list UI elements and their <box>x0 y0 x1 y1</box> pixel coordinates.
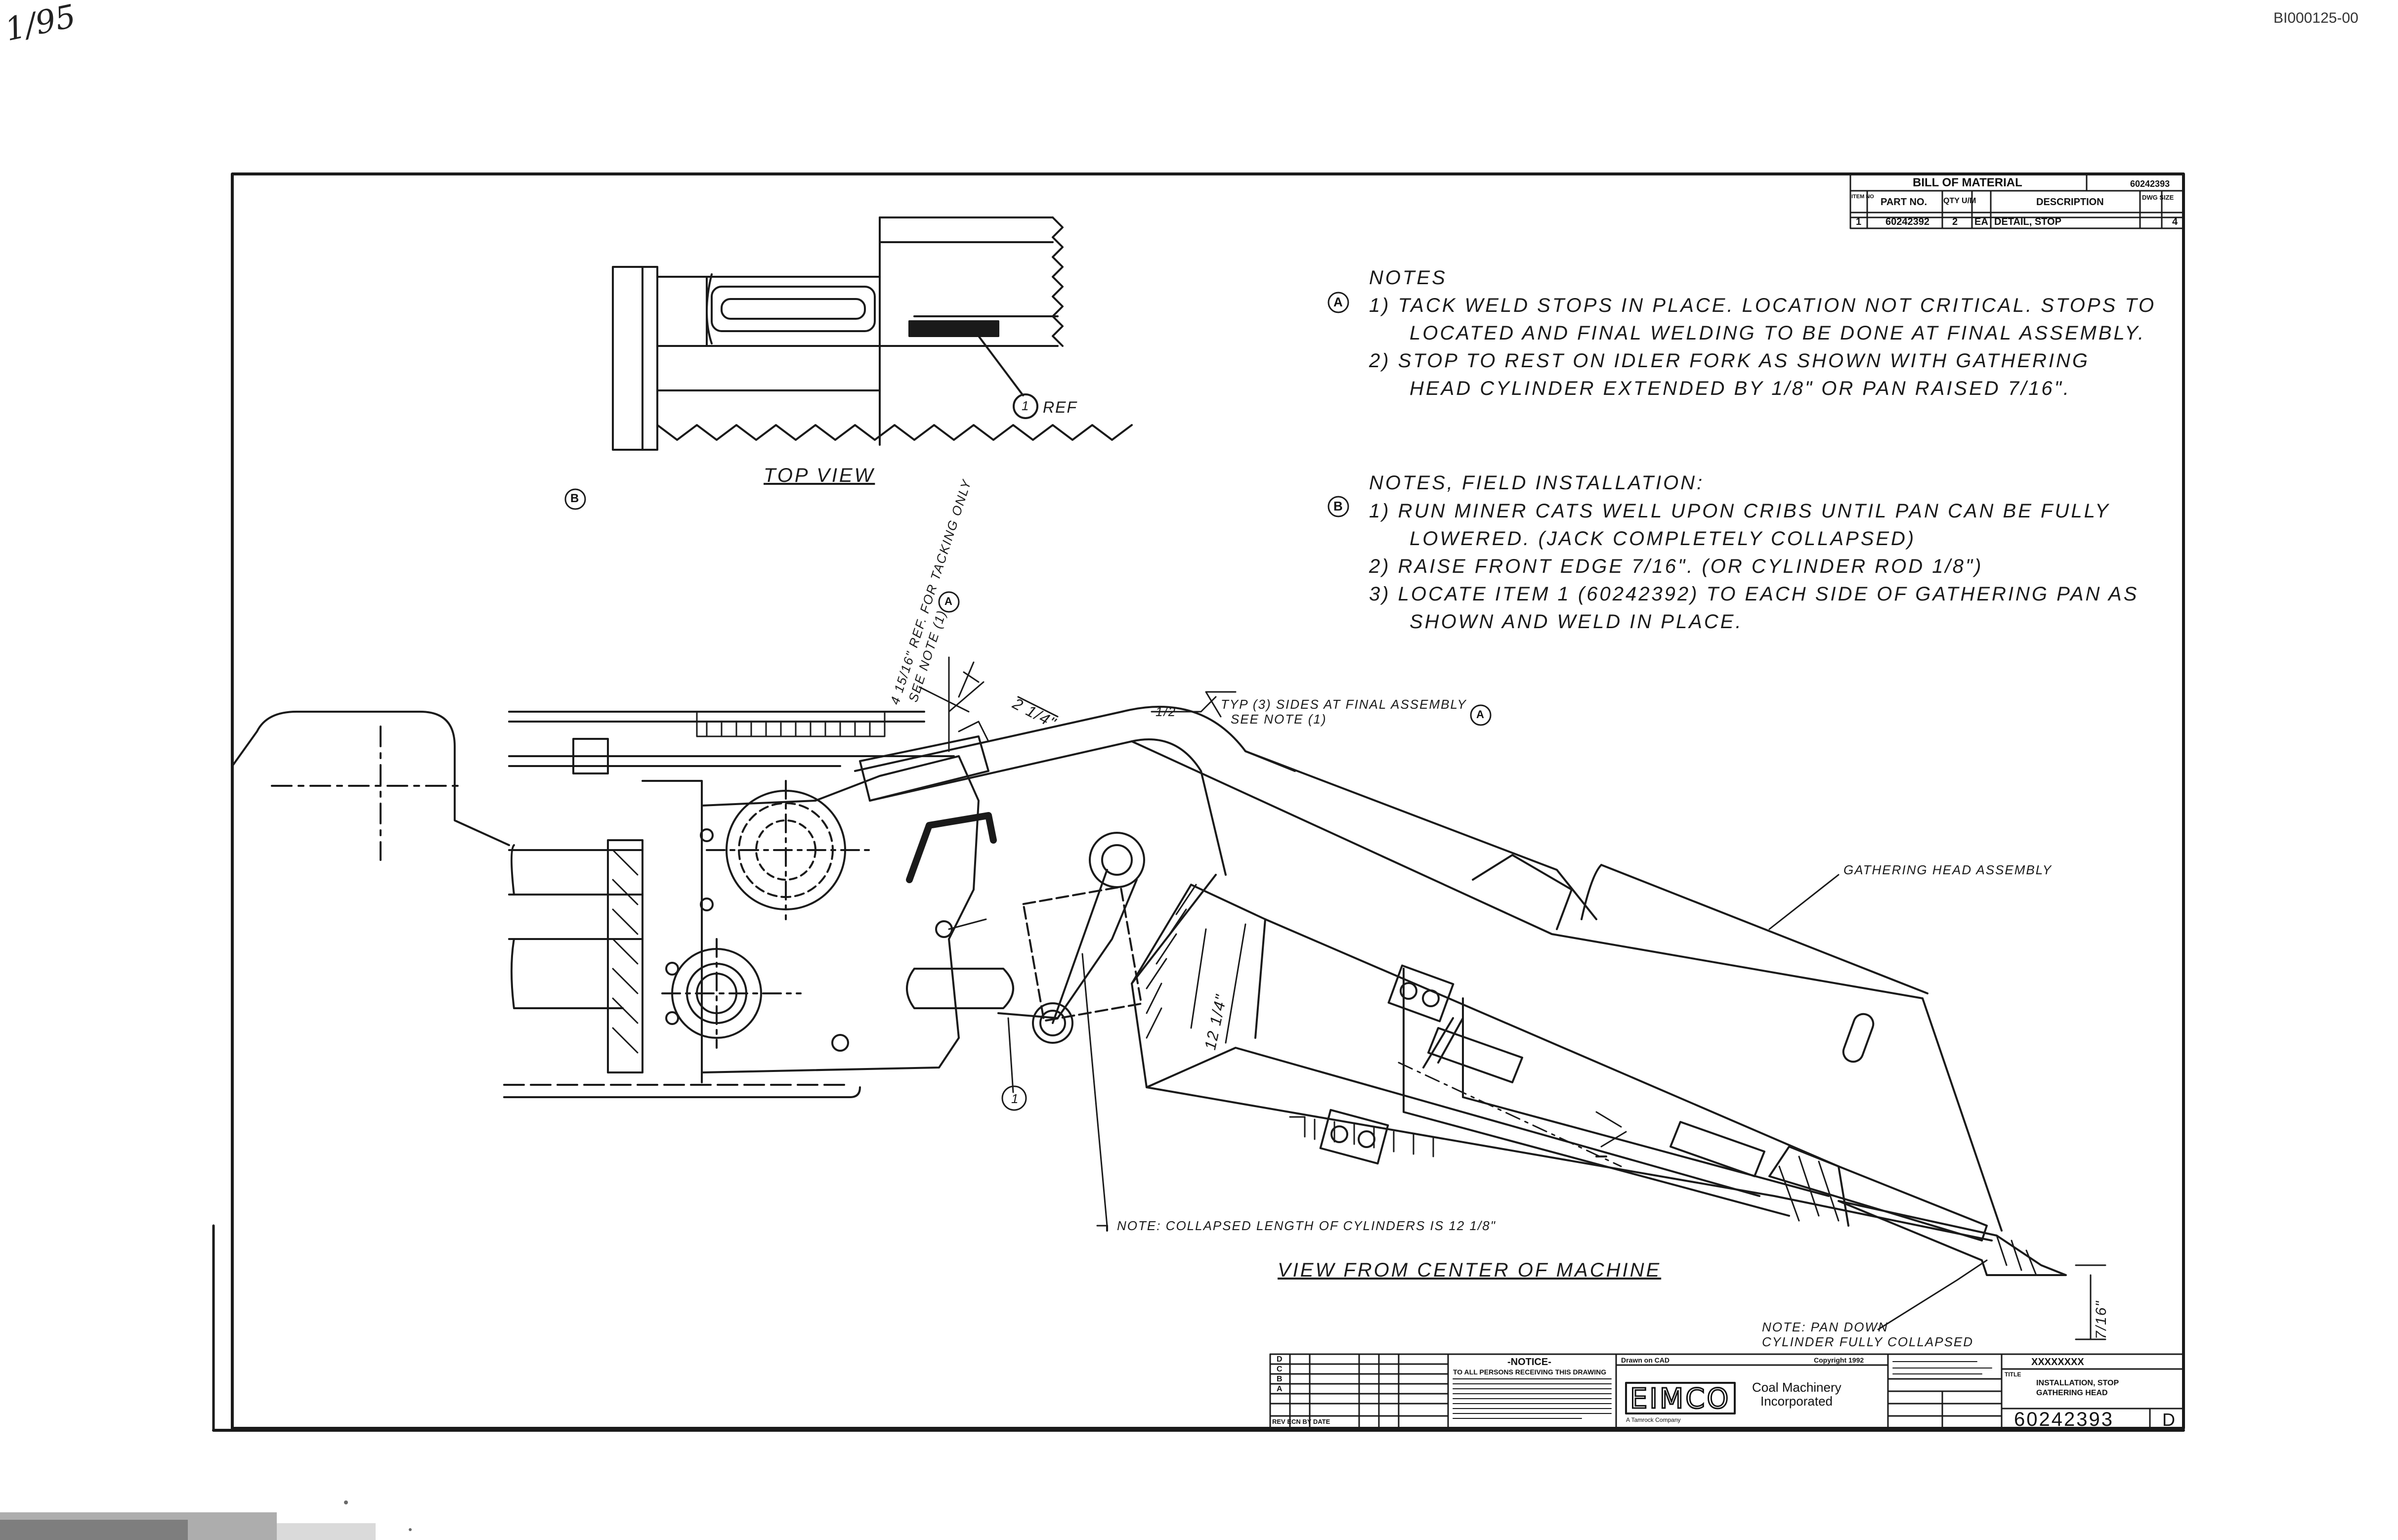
notice-text: TO ALL PERSONS RECEIVING THIS DRAWING <box>1453 1368 1607 1376</box>
view-title: VIEW FROM CENTER OF MACHINE <box>1278 1259 1662 1281</box>
bom-col-desc: DESCRIPTION <box>2036 197 2104 208</box>
top-view-detail <box>612 216 1133 451</box>
drawing-title-1: INSTALLATION, STOP <box>2036 1379 2119 1387</box>
drawing-border <box>231 172 2185 1430</box>
notes-marker: A <box>1333 295 1343 309</box>
circle-markers <box>564 292 1492 1111</box>
marker-a-dim: A <box>944 595 952 607</box>
machine-frame <box>231 711 1014 1098</box>
field-notes-line-3: 2) RAISE FRONT EDGE 7/16". (OR CYLINDER … <box>1369 556 1983 577</box>
notes-line-4: HEAD CYLINDER EXTENDED BY 1/8" OR PAN RA… <box>1410 378 2071 399</box>
rev-row-d: D <box>1277 1355 1283 1364</box>
rev-header: REV ECN BY DATE <box>1272 1418 1330 1425</box>
title-block-lines <box>1269 1353 2184 1429</box>
rev-row-c: C <box>1277 1365 1283 1373</box>
bom-col-item: ITEM NO <box>1851 194 1874 200</box>
weld-symbol-value: 1/2 <box>1156 704 1177 719</box>
notes-line-1: 1) TACK WELD STOPS IN PLACE. LOCATION NO… <box>1369 295 2156 316</box>
notes-line-3: 2) STOP TO REST ON IDLER FORK AS SHOWN W… <box>1369 350 2090 372</box>
drawing-title-2: GATHERING HEAD <box>2036 1389 2108 1397</box>
field-notes-title: NOTES, FIELD INSTALLATION: <box>1369 472 1705 494</box>
title-label: TITLE <box>2005 1371 2021 1378</box>
notes-title: NOTES <box>1369 267 1447 289</box>
notice-text-lines <box>1453 1361 1992 1419</box>
bom-row-um: EA <box>1974 216 1988 227</box>
rev-row-a: A <box>1277 1385 1283 1393</box>
ref-item-balloon: 1 <box>1022 398 1030 413</box>
scan-noise <box>0 1500 412 1540</box>
field-notes-line-2: LOWERED. (JACK COMPLETELY COLLAPSED) <box>1410 528 1916 550</box>
bom-table-lines <box>1849 173 2184 229</box>
drawing-number: 60242393 <box>2014 1409 2114 1430</box>
bom-row-desc: DETAIL, STOP <box>1994 216 2061 227</box>
marker-a-weld: A <box>1476 708 1484 721</box>
ref-label: REF <box>1043 398 1077 416</box>
rev-row-b: B <box>1277 1375 1283 1383</box>
pan-down-note-1: NOTE: PAN DOWN <box>1762 1320 1888 1334</box>
copyright: Copyright 1992 <box>1814 1356 1864 1364</box>
collapsed-length-note: NOTE: COLLAPSED LENGTH OF CYLINDERS IS 1… <box>1117 1218 1496 1233</box>
bom-col-dwg: DWG SIZE <box>2142 194 2174 201</box>
bom-row-item: 1 <box>1856 216 1862 227</box>
bom-row-part: 60242392 <box>1885 216 1929 227</box>
dim-7-16: 7/16" <box>2093 1300 2109 1339</box>
bom-sheet-ref: 60242393 <box>2130 179 2170 189</box>
notice-title: -NOTICE- <box>1507 1357 1551 1368</box>
pan-down-note-2: CYLINDER FULLY COLLAPSED <box>1762 1334 1974 1349</box>
top-view-label: TOP VIEW <box>764 465 875 486</box>
bom-col-part: PART NO. <box>1881 197 1927 208</box>
bom-title: BILL OF MATERIAL <box>1913 176 2022 189</box>
weld-note-line-2: SEE NOTE (1) <box>1231 712 1327 727</box>
next-assy: XXXXXXXX <box>2031 1357 2084 1368</box>
field-notes-marker: B <box>1333 499 1343 513</box>
bom-row-dwg: 4 <box>2172 216 2178 227</box>
company-tagline: A Tamrock Company <box>1626 1416 1681 1423</box>
bom-row-qty: 2 <box>1952 216 1958 227</box>
weld-note-line-1: TYP (3) SIDES AT FINAL ASSEMBLY <box>1221 697 1467 712</box>
dimension-lines <box>918 661 2106 1340</box>
bom-col-qty: QTY U/M <box>1943 197 1976 205</box>
gathering-head-label: GATHERING HEAD ASSEMBLY <box>1843 862 2053 877</box>
field-notes-line-4: 3) LOCATE ITEM 1 (60242392) TO EACH SIDE… <box>1369 583 2139 605</box>
document-id: BI000125-00 <box>2273 10 2358 26</box>
item-1-balloon: 1 <box>1011 1091 1020 1106</box>
field-notes-line-1: 1) RUN MINER CATS WELL UPON CRIBS UNTIL … <box>1369 500 2110 522</box>
revision-letter: D <box>2162 1410 2175 1430</box>
company-name-2: Incorporated <box>1760 1394 1833 1409</box>
gathering-head-boom <box>854 706 2067 1276</box>
field-notes-line-5: SHOWN AND WELD IN PLACE. <box>1410 611 1743 633</box>
notes-line-2: LOCATED AND FINAL WELDING TO BE DONE AT … <box>1410 322 2146 344</box>
marker-b-top: B <box>570 492 579 505</box>
company-logo: EIMCO <box>1629 1382 1731 1416</box>
stop-and-cylinder <box>859 656 1145 1232</box>
company-name-1: Coal Machinery <box>1752 1380 1841 1395</box>
drawn-on-cad: Drawn on CAD <box>1621 1356 1670 1364</box>
